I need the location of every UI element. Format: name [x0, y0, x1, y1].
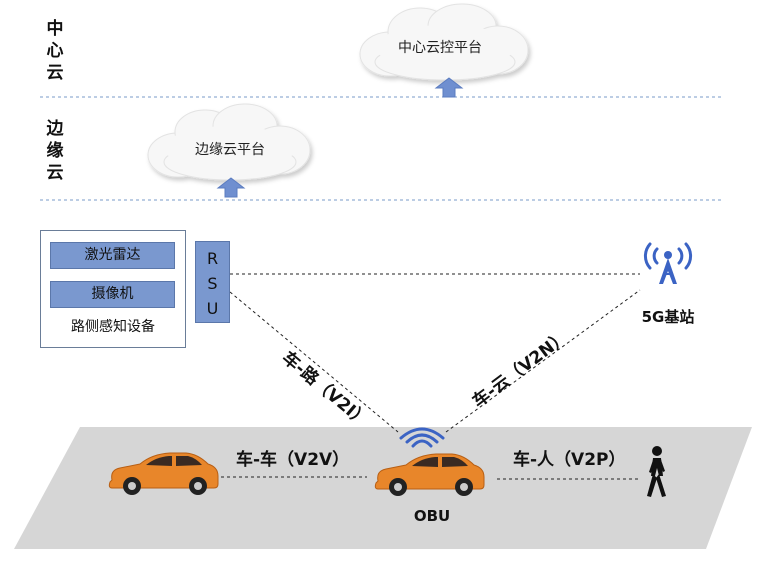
- rsu-unit: R S U: [195, 241, 230, 323]
- obu-label: OBU: [413, 507, 451, 525]
- v2n-link-line: [445, 289, 641, 433]
- v2i-link-line: [229, 291, 399, 433]
- cell-tower-icon: [643, 242, 693, 284]
- rsu-letter-r: R: [206, 249, 219, 268]
- v2v-link-label: 车-车（V2V）: [236, 450, 350, 470]
- edge-cloud-platform-label: 边缘云平台: [195, 142, 265, 158]
- v2p-link-label: 车-人（V2P）: [513, 450, 626, 470]
- camera-label: 摄像机: [50, 281, 175, 308]
- 5g-base-station-label: 5G基站: [641, 308, 695, 326]
- edge-cloud-shape: [147, 103, 311, 181]
- roadside-sensing-device-panel: 激光雷达 摄像机 路侧感知设备: [40, 230, 186, 348]
- center-cloud-platform-label: 中心云控平台: [398, 40, 482, 56]
- roadside-device-caption: 路侧感知设备: [71, 319, 155, 335]
- obu-signal-icon: [399, 427, 445, 448]
- rsu-letter-s: S: [207, 274, 218, 293]
- edge-cloud-layer-label: 边 缘 云: [46, 119, 64, 183]
- lidar-label: 激光雷达: [50, 242, 175, 269]
- pedestrian-icon: [647, 446, 666, 497]
- center-cloud-layer-label: 中 心 云: [46, 19, 64, 83]
- edge-cloud-up-arrow: [216, 177, 246, 198]
- center-cloud-up-arrow: [434, 77, 464, 98]
- left-car-icon: [108, 452, 219, 495]
- obu-car-icon: [374, 453, 485, 496]
- rsu-letter-u: U: [206, 299, 219, 318]
- center-cloud-shape: [359, 3, 529, 81]
